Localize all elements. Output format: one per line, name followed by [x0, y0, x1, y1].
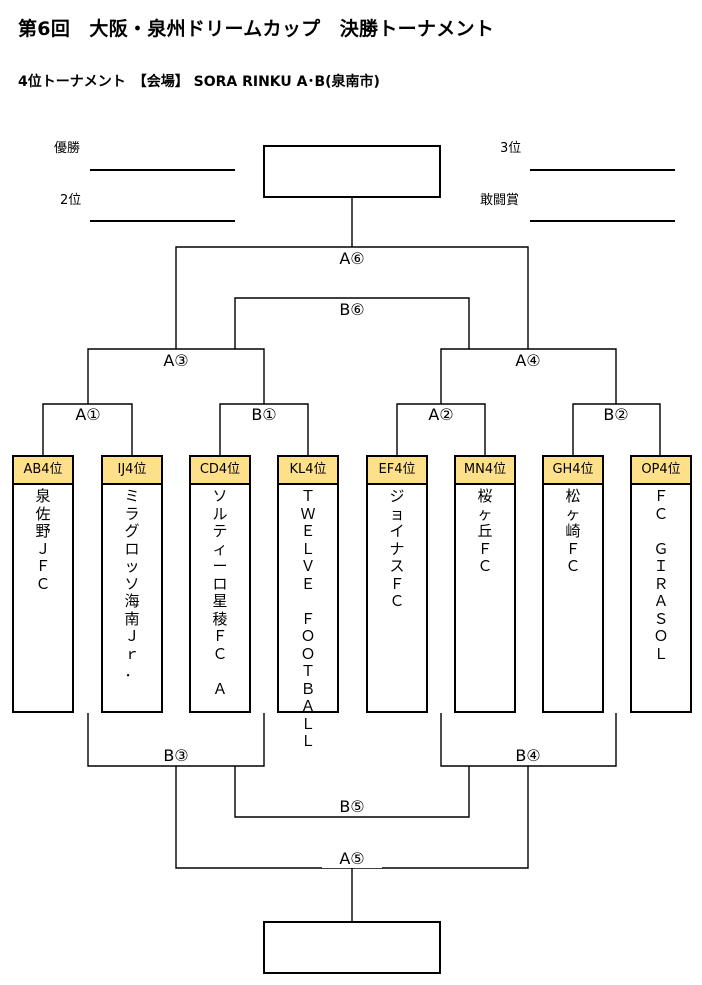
page-title: 第6回 大阪・泉州ドリームカップ 決勝トーナメント — [18, 18, 495, 40]
match-label-a1: A① — [58, 406, 118, 424]
match-label-b2: B② — [586, 406, 646, 424]
team-name: 泉 佐 野 Ｊ Ｆ Ｃ — [35, 487, 51, 593]
team-box: KL4位 Ｔ Ｗ Ｅ Ｌ Ｖ Ｅ Ｆ Ｏ Ｏ Ｔ Ｂ Ａ Ｌ Ｌ — [277, 455, 339, 750]
champion-label: 優勝 — [54, 141, 81, 156]
team-name: ミ ラ グ ロ ッ ソ 海 南 Ｊ ｒ ． — [124, 487, 140, 680]
team-slot-label: OP4位 — [632, 457, 690, 485]
runner-up-label: 2位 — [60, 193, 82, 208]
team-slot-label: AB4位 — [14, 457, 72, 485]
team-box: EF4位 ジ ョ イ ナ ス Ｆ Ｃ — [366, 455, 428, 713]
team-box: IJ4位 ミ ラ グ ロ ッ ソ 海 南 Ｊ ｒ ． — [101, 455, 163, 713]
match-label-b4: B④ — [498, 747, 558, 765]
team-slot-label: IJ4位 — [103, 457, 161, 485]
fighting-spirit-label: 敢闘賞 — [480, 193, 520, 208]
match-label-b3: B③ — [146, 747, 206, 765]
match-label-a4: A④ — [498, 352, 558, 370]
bottom-result-box — [263, 921, 441, 974]
page-subtitle: 4位トーナメント 【会場】 SORA RINKU A･B(泉南市) — [18, 74, 380, 90]
team-slot-label: MN4位 — [456, 457, 514, 485]
team-name: ジ ョ イ ナ ス Ｆ Ｃ — [389, 487, 405, 610]
team-box: MN4位 桜 ヶ 丘 Ｆ Ｃ — [454, 455, 516, 713]
team-name: Ｔ Ｗ Ｅ Ｌ Ｖ Ｅ Ｆ Ｏ Ｏ Ｔ Ｂ Ａ Ｌ Ｌ — [300, 487, 316, 750]
team-slot-label: CD4位 — [191, 457, 249, 485]
team-slot-label: GH4位 — [544, 457, 602, 485]
team-box: AB4位 泉 佐 野 Ｊ Ｆ Ｃ — [12, 455, 74, 713]
team-box: OP4位 Ｆ Ｃ Ｇ Ｉ Ｒ Ａ Ｓ Ｏ Ｌ — [630, 455, 692, 713]
champion-line — [90, 169, 235, 171]
team-name: 松 ヶ 崎 Ｆ Ｃ — [565, 487, 581, 575]
team-slot-label: EF4位 — [368, 457, 426, 485]
match-label-b1: B① — [234, 406, 294, 424]
runner-up-line — [90, 220, 235, 222]
top-result-box — [263, 145, 441, 198]
match-label-a3: A③ — [146, 352, 206, 370]
team-slot-label: KL4位 — [279, 457, 337, 485]
match-label-a6: A⑥ — [322, 250, 382, 268]
match-label-b5: B⑤ — [322, 798, 382, 816]
team-name: Ｆ Ｃ Ｇ Ｉ Ｒ Ａ Ｓ Ｏ Ｌ — [653, 487, 669, 663]
match-label-a5: A⑤ — [322, 850, 382, 868]
match-label-b6: B⑥ — [322, 301, 382, 319]
fighting-spirit-line — [530, 220, 675, 222]
team-name: ソ ル テ ィ ー ロ 星 稜 Ｆ Ｃ Ａ — [212, 487, 228, 698]
team-box: CD4位 ソ ル テ ィ ー ロ 星 稜 Ｆ Ｃ Ａ — [189, 455, 251, 713]
team-box: GH4位 松 ヶ 崎 Ｆ Ｃ — [542, 455, 604, 713]
third-place-line — [530, 169, 675, 171]
third-place-label: 3位 — [500, 141, 522, 156]
match-label-a2: A② — [411, 406, 471, 424]
team-name: 桜 ヶ 丘 Ｆ Ｃ — [477, 487, 493, 575]
